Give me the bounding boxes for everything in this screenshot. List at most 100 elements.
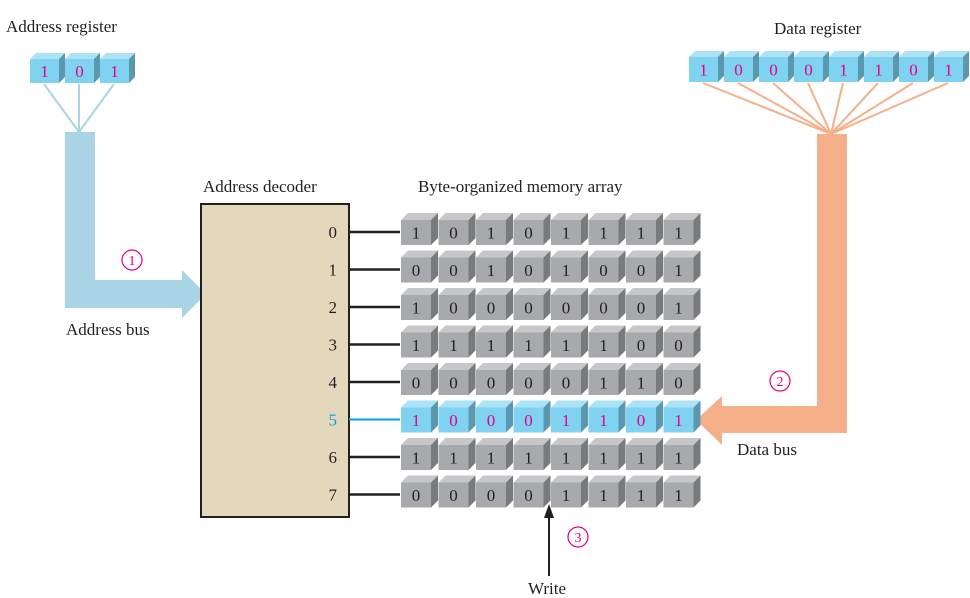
memory-cell: 1 (551, 400, 588, 433)
memory-cell: 1 (401, 213, 438, 245)
data-register-bit: 1 (934, 51, 969, 82)
bit-value: 1 (412, 299, 421, 318)
data-register-bit: 0 (899, 51, 934, 82)
bit-value: 1 (110, 62, 119, 81)
address-register-bit: 1 (30, 53, 65, 83)
decoder-output-5: 5 (329, 411, 338, 430)
memory-cell: 1 (663, 400, 701, 433)
bit-value: 0 (637, 261, 646, 280)
decoder-output-1: 1 (329, 261, 338, 280)
memory-cell: 0 (551, 363, 588, 395)
bit-value: 0 (449, 261, 458, 280)
memory-cell: 0 (401, 475, 438, 508)
memory-cell: 1 (663, 438, 701, 470)
memory-cell: 1 (588, 438, 626, 470)
memory-cell: 0 (663, 325, 701, 358)
step-number: 2 (777, 375, 784, 390)
memory-cell: 0 (663, 363, 701, 395)
bit-value: 1 (524, 449, 533, 468)
bit-value: 1 (562, 261, 571, 280)
memory-cell: 1 (588, 475, 626, 508)
bit-value: 1 (674, 299, 683, 318)
data-register-bit: 0 (794, 51, 829, 82)
decoder-output-7: 7 (329, 486, 338, 505)
memory-cell: 0 (438, 250, 476, 283)
memory-cell: 1 (513, 438, 551, 470)
address-register-fan-lines (43, 83, 115, 133)
bit-value: 1 (562, 449, 571, 468)
memory-cell: 0 (438, 363, 476, 395)
data-bus-arrow (696, 134, 847, 445)
bit-value: 0 (75, 62, 84, 81)
bit-value: 0 (909, 61, 918, 80)
bit-value: 0 (449, 224, 458, 243)
step-number: 1 (129, 254, 136, 269)
decoder-output-4: 4 (329, 373, 338, 392)
memory-cell: 0 (626, 325, 663, 358)
bit-value: 0 (524, 411, 533, 430)
step-number: 3 (575, 531, 582, 546)
bit-value: 0 (769, 61, 778, 80)
write-arrow (544, 504, 554, 576)
memory-cell: 0 (626, 288, 663, 320)
bit-value: 1 (674, 486, 683, 505)
bit-value: 0 (487, 411, 496, 430)
memory-cell: 1 (476, 250, 513, 283)
bit-value: 1 (599, 411, 608, 430)
bit-value: 1 (487, 336, 496, 355)
bit-value: 1 (599, 449, 608, 468)
data-register-label: Data register (774, 19, 862, 38)
decoder-output-3: 3 (329, 336, 338, 355)
memory-cell: 0 (513, 475, 551, 508)
address-decoder-box (200, 203, 350, 518)
memory-cell: 1 (401, 438, 438, 470)
memory-cell: 1 (588, 213, 626, 245)
bit-value: 1 (839, 61, 848, 80)
memory-cell: 0 (513, 213, 551, 245)
decoder-output-2: 2 (329, 298, 338, 317)
bit-value: 1 (562, 411, 571, 430)
memory-cell: 0 (513, 288, 551, 320)
data-register-bit: 1 (829, 51, 864, 82)
memory-cell: 0 (513, 363, 551, 395)
bit-value: 1 (599, 486, 608, 505)
memory-cell: 0 (476, 475, 513, 508)
bit-value: 0 (487, 486, 496, 505)
memory-cell: 1 (588, 363, 626, 395)
step-markers: 1 2 3 (121, 249, 791, 548)
bit-value: 0 (449, 486, 458, 505)
data-register-fan-lines (702, 82, 949, 135)
memory-cell: 1 (551, 213, 588, 245)
memory-cell: 1 (476, 438, 513, 470)
memory-array-label: Byte-organized memory array (418, 177, 623, 196)
memory-cell: 1 (551, 438, 588, 470)
bit-value: 1 (449, 449, 458, 468)
bit-value: 1 (562, 224, 571, 243)
address-bus-arrow (65, 132, 206, 318)
bit-value: 1 (524, 336, 533, 355)
bit-value: 0 (637, 336, 646, 355)
memory-cell: 0 (513, 400, 551, 433)
bit-value: 1 (412, 224, 421, 243)
bit-value: 1 (874, 61, 883, 80)
bit-value: 1 (637, 486, 646, 505)
bit-value: 0 (524, 261, 533, 280)
bit-value: 0 (524, 299, 533, 318)
bit-value: 1 (412, 336, 421, 355)
memory-cell: 0 (438, 213, 476, 245)
memory-cell: 1 (438, 325, 476, 358)
bit-value: 1 (637, 224, 646, 243)
bit-value: 0 (637, 299, 646, 318)
bit-value: 0 (524, 486, 533, 505)
memory-cell: 1 (401, 288, 438, 320)
memory-cell: 0 (476, 400, 513, 433)
bit-value: 1 (637, 374, 646, 393)
